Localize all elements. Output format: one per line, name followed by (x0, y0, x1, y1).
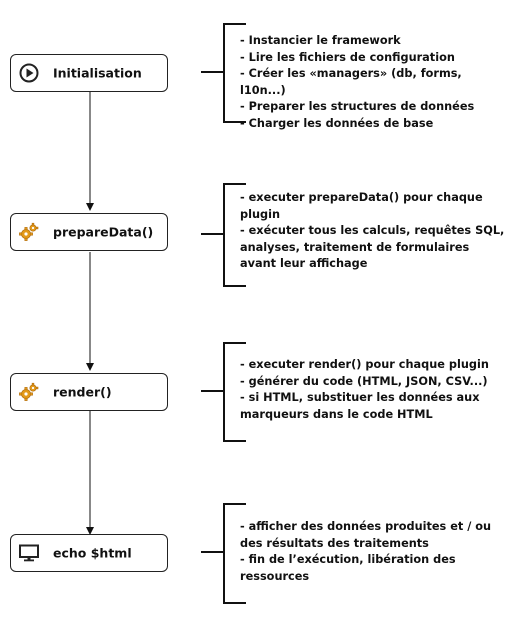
note-line: - Instancier le framework (240, 34, 401, 47)
step-label: Initialisation (53, 65, 142, 81)
note-line: - afficher des données produites et / ou… (240, 520, 492, 550)
notes-initialisation: - Instancier le framework - Lire les fic… (240, 33, 508, 132)
notes-preparedata: - executer prepareData() pour chaque plu… (240, 190, 508, 273)
plugin-gear-icon (19, 382, 39, 402)
play-circle-icon (19, 63, 39, 83)
monitor-icon (19, 543, 39, 563)
step-initialisation: Initialisation (10, 54, 168, 92)
note-line: - Charger les données de base (240, 116, 434, 130)
notes-echo-html: - afficher des données produites et / ou… (240, 519, 508, 585)
note-line: - Créer les «managers» (db, forms, l10n.… (240, 67, 462, 97)
plugin-gear-icon (19, 222, 39, 242)
note-line: - executer prepareData() pour chaque plu… (240, 191, 483, 221)
note-line: - executer render() pour chaque plugin (240, 358, 489, 371)
step-label: prepareData() (53, 224, 154, 240)
note-line: - si HTML, substituer les données aux ma… (240, 391, 480, 421)
step-render: render() (10, 373, 168, 411)
step-preparedata: prepareData() (10, 213, 168, 251)
step-label: render() (53, 384, 112, 400)
bracket-echo (201, 503, 246, 604)
bracket-initialisation (201, 23, 246, 123)
note-line: - fin de l’exécution, libération des res… (240, 553, 456, 583)
notes-render: - executer render() pour chaque plugin -… (240, 357, 508, 423)
step-echo-html: echo $html (10, 534, 168, 572)
bracket-render (201, 342, 246, 442)
note-line: - Preparer les structures de données (240, 100, 475, 113)
note-line: - exécuter tous les calculs, requêtes SQ… (240, 224, 505, 270)
note-line: - Lire les fichiers de configuration (240, 50, 455, 64)
bracket-preparedata (201, 183, 246, 287)
step-label: echo $html (53, 545, 132, 561)
note-line: - générer du code (HTML, JSON, CSV...) (240, 374, 488, 388)
